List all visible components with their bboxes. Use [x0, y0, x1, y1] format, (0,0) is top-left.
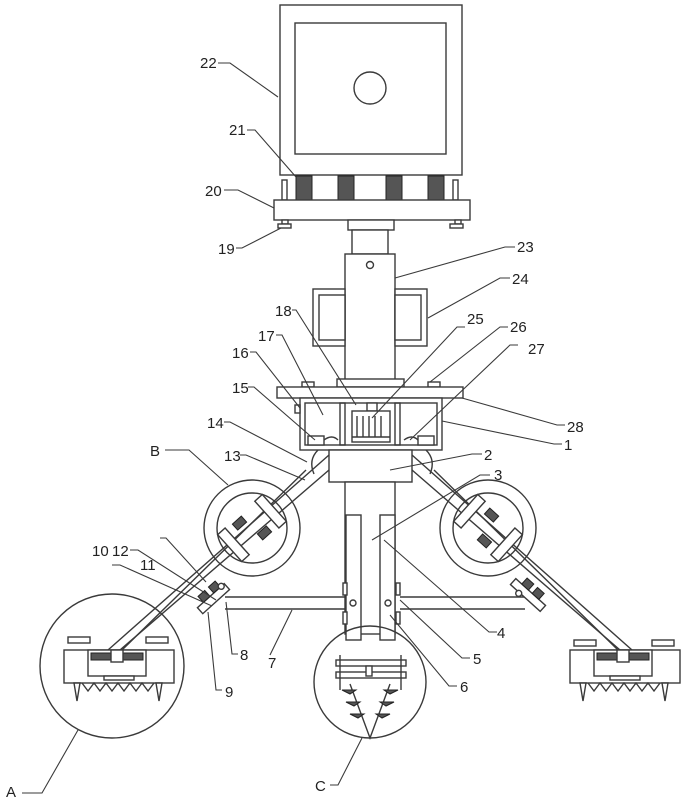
- label-23: 23: [517, 239, 534, 256]
- right-foot: [569, 639, 681, 702]
- label-21: 21: [229, 122, 246, 139]
- label-24: 24: [512, 271, 529, 288]
- label-5: 5: [473, 651, 481, 668]
- label-3: 3: [494, 467, 502, 484]
- label-10: 10: [92, 543, 109, 560]
- label-9: 9: [225, 684, 233, 701]
- label-8: 8: [240, 647, 248, 664]
- label-13: 13: [224, 448, 241, 465]
- label-A: A: [6, 784, 16, 800]
- left-leg: [107, 454, 330, 651]
- label-16: 16: [232, 345, 249, 362]
- label-26: 26: [510, 319, 527, 336]
- label-18: 18: [275, 303, 292, 320]
- label-28: 28: [567, 419, 584, 436]
- label-15: 15: [232, 380, 249, 397]
- label-C: C: [315, 778, 326, 795]
- label-20: 20: [205, 183, 222, 200]
- label-19: 19: [218, 241, 235, 258]
- top-plate: [276, 378, 464, 399]
- label-14: 14: [207, 415, 224, 432]
- label-7: 7: [268, 655, 276, 672]
- housing: [294, 397, 443, 451]
- right-leg: [411, 454, 633, 651]
- label-12: 12: [112, 543, 129, 560]
- label-6: 6: [460, 679, 468, 696]
- display-box: [279, 4, 463, 176]
- label-27: 27: [528, 341, 545, 358]
- central-block: [311, 449, 433, 483]
- label-4: 4: [497, 625, 505, 642]
- label-2: 2: [484, 447, 492, 464]
- telescopic-column: [344, 219, 396, 383]
- label-17: 17: [258, 328, 275, 345]
- callout-labels: 22 21 20 19 23 24 18 17 16 15 14 13 B 25…: [6, 55, 584, 800]
- leader-lines: [22, 62, 565, 794]
- label-B: B: [150, 443, 160, 460]
- left-foot: [39, 593, 185, 739]
- platform: [273, 199, 471, 229]
- label-25: 25: [467, 311, 484, 328]
- side-brackets: [312, 288, 428, 347]
- label-1: 1: [564, 437, 572, 454]
- label-11: 11: [140, 557, 156, 574]
- label-22: 22: [200, 55, 217, 72]
- ground-drill: [313, 625, 427, 741]
- spring-set: [281, 175, 459, 201]
